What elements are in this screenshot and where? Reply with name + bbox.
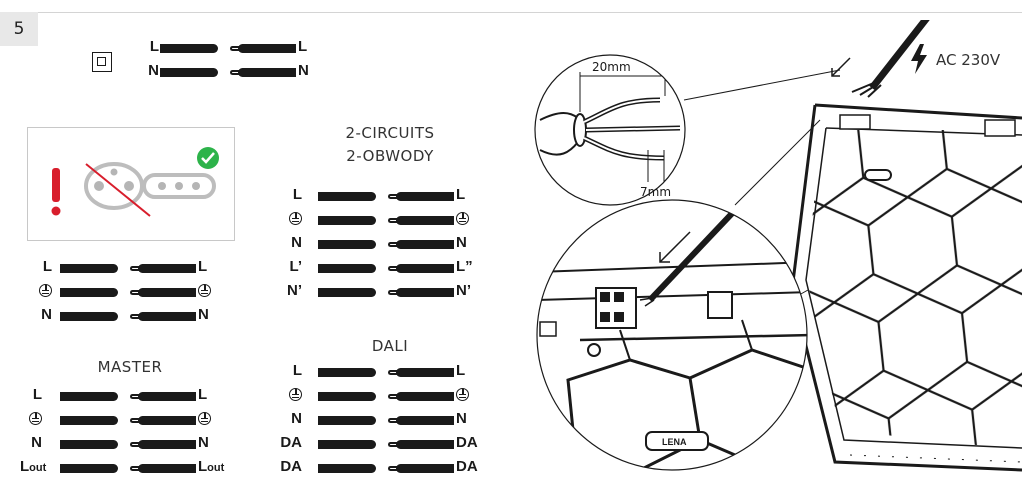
earth-symbol-icon (39, 284, 52, 297)
dali-left-label: DA (280, 434, 302, 451)
strip-inner-length: 7mm (640, 185, 671, 199)
master-left-label: N (31, 434, 42, 451)
dali-right-label (456, 386, 469, 403)
two_circuits-left-label: L (292, 186, 302, 203)
dali-left-label: L (292, 362, 302, 379)
standard-left-label (30, 282, 52, 299)
dali-connector (318, 392, 468, 402)
two_circuits-right-label: N’ (456, 282, 471, 299)
standard-right-label (198, 282, 211, 299)
master-right-label: L (198, 386, 208, 403)
master-right-label: Lout (198, 458, 225, 475)
checkmark-icon (197, 147, 219, 169)
standard-left-label: N (41, 306, 52, 323)
installation-illustration: LENA 20mm 7mm (534, 20, 1022, 472)
two-circuits-title-line1: 2-CIRCUITS (345, 124, 435, 142)
class2-right-label: L (298, 38, 308, 55)
stripped-cable-detail (539, 72, 681, 182)
cross-out-line (85, 163, 151, 217)
two_circuits-left-label: L’ (289, 258, 302, 275)
earth-symbol-icon (198, 412, 211, 425)
dali-right-label: L (456, 362, 466, 379)
two_circuits-left-label: N (291, 234, 302, 251)
two_circuits-left-label (280, 210, 302, 227)
dali-connector (318, 368, 468, 378)
socket-warning-panel (27, 127, 235, 241)
earth-symbol-icon (289, 212, 302, 225)
class2-right-label: N (298, 62, 309, 79)
arrow-icon (831, 57, 851, 77)
dali-right-label: DA (456, 434, 478, 451)
earth-symbol-icon (198, 284, 211, 297)
class2-connector (160, 68, 310, 78)
top-divider (38, 12, 1022, 13)
warning-exclamation-icon (51, 168, 61, 216)
earth-symbol-icon (29, 412, 42, 425)
two_circuits-connector (318, 240, 468, 250)
dali-connector (318, 440, 468, 450)
earth-symbol-icon (289, 388, 302, 401)
master-connector (60, 392, 210, 402)
master-left-label: Lout (20, 458, 47, 475)
two_circuits-right-label: L (456, 186, 466, 203)
lightning-icon (911, 44, 927, 74)
voltage-label: AC 230V (936, 51, 1001, 69)
master-left-label (20, 410, 42, 427)
standard-left-label: L (42, 258, 52, 275)
dali-left-label: N (291, 410, 302, 427)
dali-left-label (280, 386, 302, 403)
socket-schuko-icon (142, 173, 216, 199)
earth-symbol-icon (456, 212, 469, 225)
dali-connector (318, 464, 468, 474)
class2-left-label: N (148, 62, 159, 79)
master-left-label: L (32, 386, 42, 403)
two_circuits-right-label: L” (456, 258, 473, 275)
earth-symbol-icon (456, 388, 469, 401)
two-circuits-title-line2: 2-OBWODY (346, 147, 434, 165)
master-title: MASTER (97, 358, 163, 376)
two_circuits-left-label: N’ (287, 282, 302, 299)
class2-left-label: L (149, 38, 159, 55)
logo-text: LENA (662, 437, 687, 447)
standard-connector (60, 312, 210, 322)
dali-right-label: N (456, 410, 467, 427)
standard-right-label: N (198, 306, 209, 323)
standard-right-label: L (198, 258, 208, 275)
double-insulation-icon (92, 52, 112, 72)
dali-connector (318, 416, 468, 426)
master-right-label (198, 410, 211, 427)
standard-connector (60, 264, 210, 274)
luminaire-panel (790, 103, 1022, 472)
two_circuits-connector (318, 216, 468, 226)
step-number: 5 (0, 12, 38, 46)
master-connector (60, 464, 210, 474)
master-right-label: N (198, 434, 209, 451)
two_circuits-right-label (456, 210, 469, 227)
dali-title: DALI (371, 337, 409, 355)
two_circuits-connector (318, 264, 468, 274)
standard-connector (60, 288, 210, 298)
strip-outer-length: 20mm (592, 60, 631, 74)
master-connector (60, 416, 210, 426)
dali-left-label: DA (280, 458, 302, 475)
master-connector (60, 440, 210, 450)
terminal-callout (537, 200, 807, 470)
two_circuits-connector (318, 192, 468, 202)
class2-connector (160, 44, 310, 54)
two_circuits-right-label: N (456, 234, 467, 251)
dali-right-label: DA (456, 458, 478, 475)
two_circuits-connector (318, 288, 468, 298)
power-cable (851, 20, 930, 98)
